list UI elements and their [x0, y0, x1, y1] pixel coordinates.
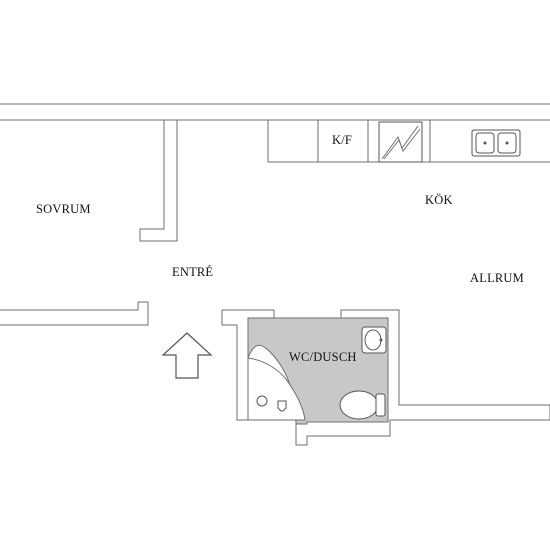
- top-outer-wall: [0, 103, 550, 121]
- left-lower-wall: [0, 301, 149, 326]
- double-sink-icon: [471, 129, 521, 157]
- room-label-bathroom: WC/DUSCH: [289, 350, 357, 364]
- washbasin-icon: [361, 326, 387, 354]
- stove-icon: [378, 121, 423, 163]
- room-label-hall: ENTRÉ: [172, 265, 214, 279]
- bedroom-partition-wall: [139, 119, 178, 242]
- fridge-freezer-label: K/F: [332, 133, 353, 147]
- shower-drain-icon: [256, 395, 268, 407]
- room-label-bedroom: SOVRUM: [36, 202, 91, 216]
- shower-mixer-icon: [277, 400, 287, 412]
- room-label-living: ALLRUM: [470, 271, 524, 285]
- toilet-icon: [339, 390, 386, 420]
- room-label-kitchen: KÖK: [425, 193, 453, 207]
- entrance-arrow-icon: [161, 332, 213, 379]
